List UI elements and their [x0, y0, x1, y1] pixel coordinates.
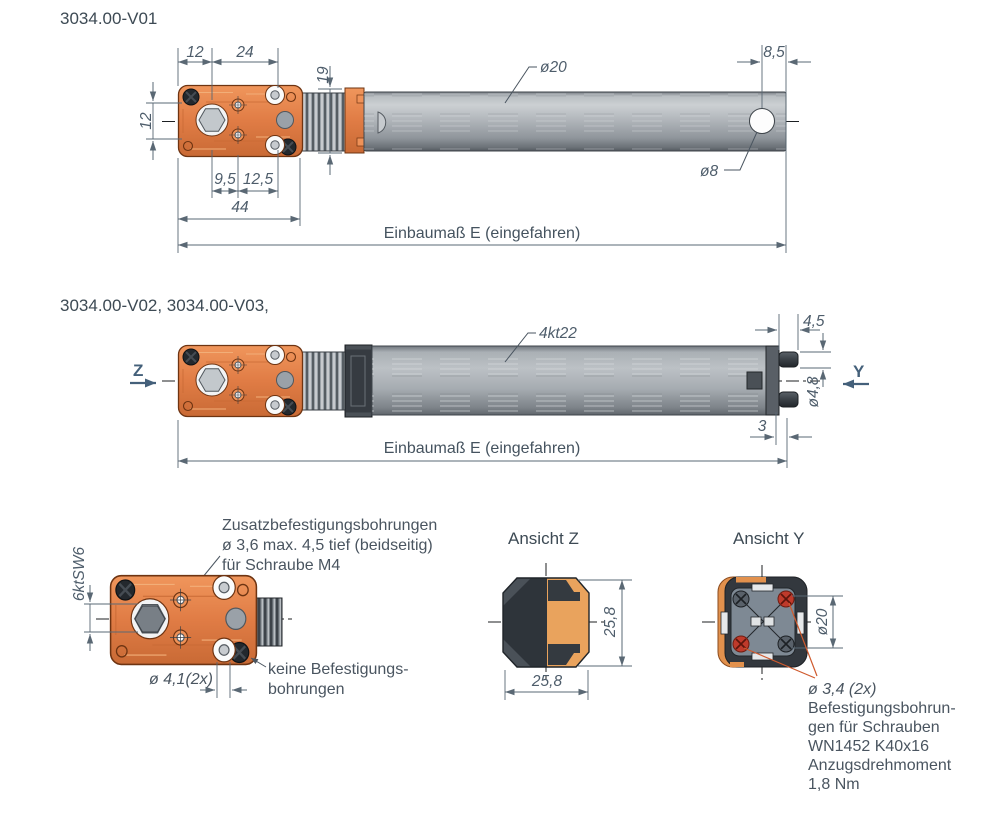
dim-ay-dia20: ø20 — [814, 608, 831, 635]
dim-3: 3 — [758, 418, 767, 435]
view-detail: Zusatzbefestigungsbohrungen ø 3,6 max. 4… — [71, 517, 437, 698]
dim-group-4-5: 4,5 — [755, 313, 825, 350]
label-group-4kt22: 4kt22 — [504, 325, 577, 363]
dim-group-8-5: 8,5 — [737, 44, 811, 108]
screw-top-right-red — [777, 590, 795, 608]
dim-12-5: 12,5 — [243, 171, 274, 188]
pin-top — [778, 351, 799, 368]
label-group-dia8: ø8 — [700, 131, 758, 180]
note-befestigung-line3: WN1452 K40x16 — [808, 738, 929, 755]
dim-einbaumass-v02: Einbaumaß E (eingefahren) — [384, 440, 581, 457]
dim-24: 24 — [235, 44, 254, 61]
threaded-spindle-v01 — [299, 92, 347, 152]
ansicht-z-title: Ansicht Z — [508, 529, 579, 548]
leader-group-dia3-4 — [743, 602, 818, 679]
slot-marks — [720, 583, 805, 661]
dim-az-width: 25,8 — [531, 673, 563, 690]
note-group-keine: keine Befestigungs- bohrungen — [250, 657, 409, 698]
round-tube — [363, 91, 787, 152]
ansicht-y-body — [717, 576, 808, 668]
dim-dia4-1: ø 4,1(2x) — [149, 671, 213, 688]
note-befestigung-line5: 1,8 Nm — [808, 776, 860, 793]
screw-top-left — [732, 590, 750, 608]
tube-d-cutout — [377, 111, 387, 134]
screw-bottom-left-red — [732, 635, 750, 653]
note-zusatz-line2: ø 3,6 max. 4,5 tief (beidseitig) — [222, 537, 433, 554]
gear-housing-v01 — [177, 84, 304, 158]
axis-y-label: Y — [853, 362, 865, 381]
tube-end-cap — [344, 344, 373, 418]
view-ansicht-z: Ansicht Z 25,8 25,8 — [488, 529, 632, 700]
dim-group-dia4-8: ø4,8 — [800, 333, 831, 408]
tube-hole-dia8 — [749, 108, 775, 134]
ansicht-y-title: Ansicht Y — [733, 529, 805, 548]
note-zusatz-line1: Zusatzbefestigungsbohrungen — [222, 517, 437, 534]
view-v01-title: 3034.00-V01 — [60, 9, 157, 28]
note-befestigung-line2: gen für Schrauben — [808, 719, 940, 736]
dim-group-9-5-12-5: 9,5 12,5 — [211, 150, 279, 198]
axis-z-label: Z — [133, 361, 143, 380]
dim-einbaumass-v01: Einbaumaß E (eingefahren) — [384, 225, 581, 242]
dim-4-5: 4,5 — [803, 313, 825, 330]
dim-group-6kt: 6ktSW6 — [71, 546, 138, 651]
axis-z: Z — [130, 361, 156, 388]
dim-group-einbau-v02: Einbaumaß E (eingefahren) — [177, 420, 787, 468]
dim-group-az-h: 25,8 — [578, 579, 632, 667]
dim-az-height: 25,8 — [602, 607, 619, 639]
view-v01: 3034.00-V01 12 24 — [60, 9, 811, 253]
label-4kt22: 4kt22 — [539, 325, 577, 342]
threaded-spindle-v02 — [299, 351, 347, 411]
view-ansicht-y: Ansicht Y — [702, 529, 956, 793]
dim-group-az-w: 25,8 — [504, 670, 589, 700]
label-6ktsw6: 6ktSW6 — [71, 546, 88, 601]
label-group-dia20: ø20 — [504, 59, 567, 104]
note-befestigung-line1: Befestigungsbohrun- — [808, 700, 956, 717]
dim-group-dia4-1: ø 4,1(2x) — [149, 662, 247, 698]
dim-8-5: 8,5 — [763, 44, 785, 61]
label-dia20: ø20 — [540, 59, 567, 76]
note-dia3-4: ø 3,4 (2x) — [808, 681, 876, 698]
dim-group-19: 19 — [315, 66, 342, 175]
hex-hole-detail — [134, 605, 166, 633]
dim-group-3: 3 — [750, 412, 812, 468]
note-group-befestigung: ø 3,4 (2x) Befestigungsbohrun- gen für S… — [808, 681, 956, 793]
dim-dia4-8: ø4,8 — [805, 376, 822, 407]
dim-group-ay-dia20: ø20 — [792, 595, 843, 649]
note-keine-line2: bohrungen — [268, 681, 345, 698]
axis-y: Y — [843, 362, 869, 389]
gear-housing-v02 — [177, 344, 304, 418]
screw-bottom-right — [777, 635, 795, 653]
dim-group-top-v01: 12 24 — [177, 44, 279, 100]
tube-slot — [746, 371, 763, 390]
gear-housing-detail — [109, 574, 258, 666]
dim-group-44: 44 — [177, 158, 301, 226]
dim-19: 19 — [315, 66, 332, 84]
tube-end-band — [765, 345, 780, 416]
dim-group-einbau-v01: Einbaumaß E (eingefahren) — [177, 90, 787, 253]
connector-stub — [256, 597, 283, 647]
view-v02: 3034.00-V02, 3034.00-V03, Z 4kt22 — [60, 296, 869, 468]
square-tube — [371, 345, 780, 416]
dim-group-12-left: 12 — [138, 82, 182, 160]
note-zusatz-line3: für Schraube M4 — [222, 557, 340, 574]
dim-44: 44 — [231, 199, 249, 216]
note-befestigung-line4: Anzugsdrehmoment — [808, 757, 952, 774]
note-keine-line1: keine Befestigungs- — [268, 661, 409, 678]
dim-12-top: 12 — [186, 44, 204, 61]
label-dia8: ø8 — [700, 163, 718, 180]
pin-bottom — [778, 391, 799, 408]
view-v02-title: 3034.00-V02, 3034.00-V03, — [60, 296, 269, 315]
dim-12-left: 12 — [138, 112, 155, 130]
dim-9-5: 9,5 — [214, 171, 236, 188]
ansicht-z-body — [502, 577, 590, 668]
